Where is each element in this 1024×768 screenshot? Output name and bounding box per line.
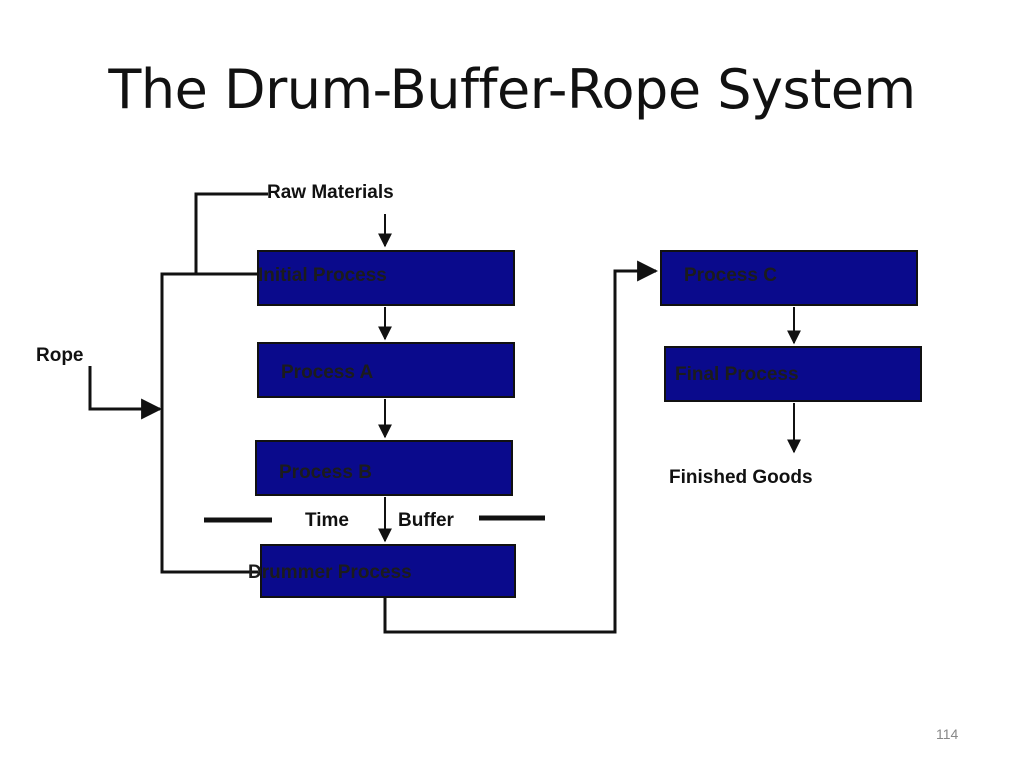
process-a-label: Process A bbox=[281, 362, 374, 383]
process-b-label: Process B bbox=[279, 462, 372, 483]
page-number: 114 bbox=[936, 726, 959, 742]
finished-goods-label: Finished Goods bbox=[669, 467, 813, 488]
process-c-label: Process C bbox=[684, 265, 777, 286]
process-b-box bbox=[255, 440, 513, 496]
slide-title: The Drum-Buffer-Rope System bbox=[108, 58, 916, 121]
connector-drummer-to-process-c bbox=[383, 260, 659, 634]
rope-pointer-arrow bbox=[88, 366, 163, 420]
rope-label: Rope bbox=[36, 345, 84, 366]
raw-materials-feed-line bbox=[194, 192, 268, 274]
rope-loop-line bbox=[160, 272, 258, 574]
process-c-box bbox=[660, 250, 918, 306]
buffer-label: Buffer bbox=[398, 510, 454, 531]
process-a-box bbox=[257, 342, 515, 398]
initial-process-box bbox=[257, 250, 515, 306]
final-process-box bbox=[664, 346, 922, 402]
initial-process-label: Initial Process bbox=[258, 265, 387, 286]
time-label: Time bbox=[305, 510, 350, 531]
raw-materials-label: Raw Materials bbox=[267, 182, 394, 203]
drummer-process-label: Drummer Process bbox=[248, 562, 412, 583]
drummer-process-box bbox=[260, 544, 516, 598]
final-process-label: Final Process bbox=[675, 364, 799, 385]
